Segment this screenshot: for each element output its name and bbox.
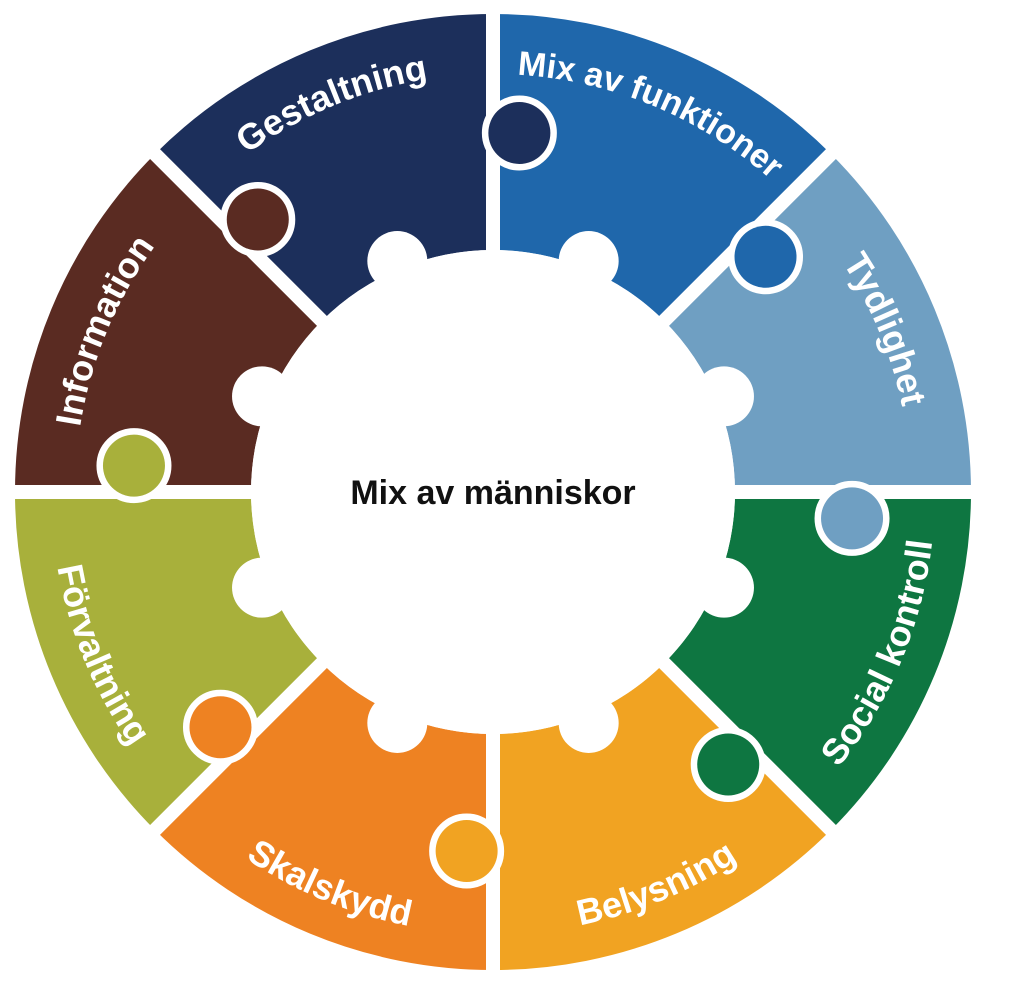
puzzle-tab-outline [429, 813, 505, 889]
center-knob [558, 692, 619, 753]
center-knob [232, 366, 293, 427]
puzzle-tab-fill [189, 696, 252, 759]
puzzle-tab-fill [102, 434, 165, 497]
puzzle-tab-outline [690, 727, 766, 803]
puzzle-tab-outline [182, 689, 258, 765]
puzzle-tab-fill [821, 487, 884, 550]
center-label: Mix av människor [350, 474, 635, 512]
puzzle-tab-fill [488, 101, 551, 164]
center-knob [367, 692, 428, 753]
center-knob [693, 366, 754, 427]
puzzle-tab-fill [697, 733, 760, 796]
puzzle-tab-fill [226, 188, 289, 251]
puzzle-tab-fill [734, 225, 797, 288]
puzzle-tab-outline [814, 480, 890, 556]
puzzle-tab-outline [728, 219, 804, 295]
center-knobs [232, 231, 754, 753]
segment-gaps [11, 10, 975, 974]
puzzle-tab-fill [435, 820, 498, 883]
center-circle [251, 250, 735, 734]
puzzle-tab-outline [96, 428, 172, 504]
center-knob [693, 557, 754, 618]
puzzle-tab-outline [220, 181, 296, 257]
center-knob [367, 231, 428, 292]
center-knob [232, 557, 293, 618]
puzzle-tab-outline [481, 95, 557, 171]
center-knob [558, 231, 619, 292]
